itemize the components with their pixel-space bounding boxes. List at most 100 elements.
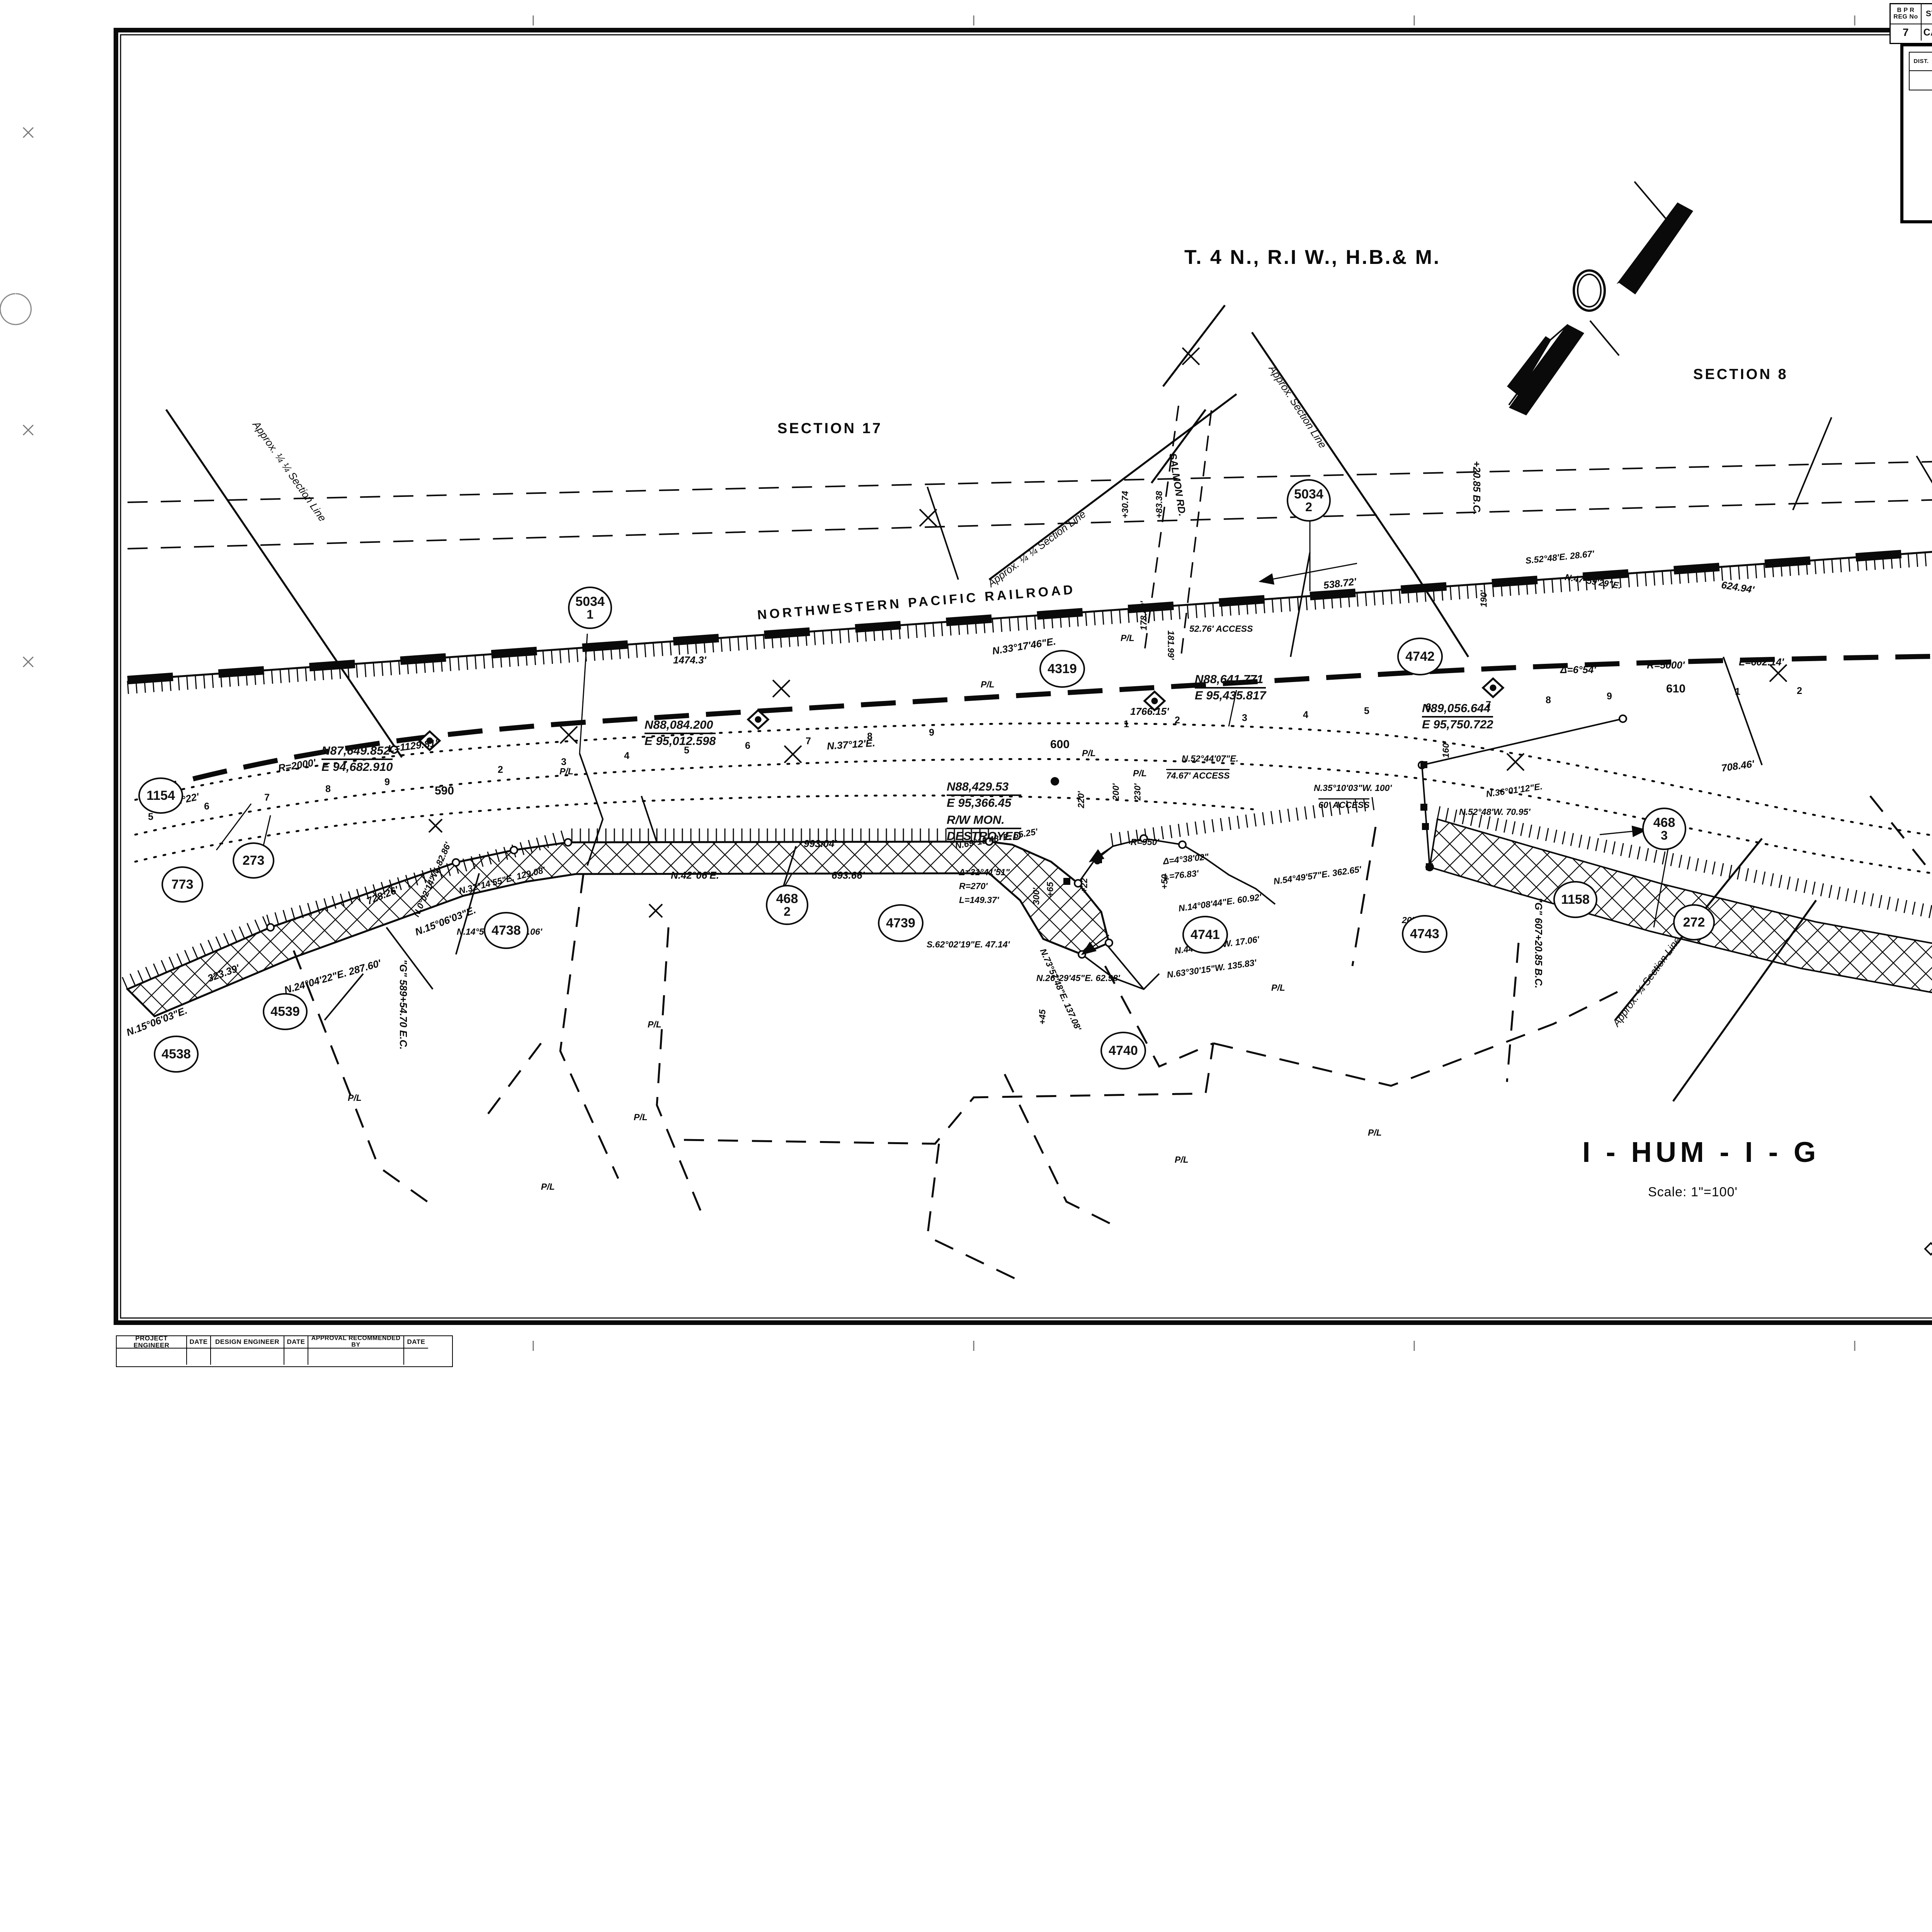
tick-d-2: 2 — [1797, 685, 1802, 696]
tick-a-9: 9 — [384, 777, 390, 787]
station-eq-2: "G" 607+20.85 B.C. — [1533, 898, 1544, 988]
access-note-3: 60' ACCESS — [1318, 798, 1370, 810]
pl-tag-8: P/L — [634, 1112, 648, 1122]
section-8-label: SECTION 8 — [1693, 366, 1788, 383]
distance-190: 190' — [1478, 590, 1489, 607]
right-of-way-lines — [134, 722, 1932, 874]
curve-radius-2: R=5000' — [1647, 659, 1685, 671]
st-val-dist — [1910, 71, 1932, 88]
section-lines — [165, 304, 1932, 1102]
legend-line2: LOCAL COORDINATE SYSTEM — [1924, 1184, 1932, 1221]
station-eq-7: +50 — [1159, 874, 1170, 889]
pl-tag-12: P/L — [1175, 1155, 1189, 1165]
parcel-balloon-4741[interactable]: 4741 — [1182, 916, 1228, 954]
station-eq-1: "G" 589+54.70 E.C. — [398, 959, 409, 1050]
pl-tag-5: P/L — [1133, 768, 1147, 778]
register-marks — [0, 15, 1855, 1351]
scale-label: Scale: 1"=100' — [1648, 1185, 1738, 1199]
federal-project-block: B P R REG No STATE FEDERAL PROJECT NO. F… — [1889, 3, 1932, 44]
ap-val-de — [211, 1349, 284, 1365]
tick-b-2: 2 — [498, 764, 503, 775]
ap-val-date3 — [404, 1349, 428, 1365]
tick-a-7: 7 — [264, 792, 270, 803]
access-note-1: 52.76' ACCESS — [1189, 624, 1253, 634]
parcel-balloon-773[interactable]: 773 — [162, 866, 203, 903]
parcel-balloon-273[interactable]: 273 — [233, 842, 274, 879]
ap-hdr-de: DESIGN ENGINEER — [211, 1336, 284, 1349]
fed-hdr-bpr: B P R REG No — [1891, 4, 1922, 24]
pl-tag-9: P/L — [541, 1182, 555, 1192]
station-eq-9: +65 — [1045, 882, 1055, 897]
coordinate-note-1: N87,649.852 E 94,682.910 — [321, 744, 393, 774]
distance-693: 693.66' — [832, 869, 865, 881]
parcel-balloon-4740[interactable]: 4740 — [1100, 1032, 1146, 1070]
state-header-table: DIST. COUNTY ROUTE SECTION SHEET No TOTA… — [1909, 52, 1932, 90]
ap-hdr-pe: PROJECT ENGINEER — [117, 1335, 187, 1349]
ap-hdr-approval: APPROVAL RECOMMENDED BY — [308, 1335, 404, 1349]
parcel-balloon-4319[interactable]: 4319 — [1039, 650, 1085, 688]
curve-delta-2: Δ=6°54' — [1560, 664, 1596, 675]
distance-178: 178.40' — [1138, 601, 1149, 631]
legend-line1: This Project on — [1924, 1167, 1932, 1182]
parcel-balloon-468-3[interactable]: 468 3 — [1642, 808, 1686, 850]
ap-val-date1 — [187, 1349, 211, 1365]
st-hdr-dist: DIST. — [1910, 53, 1932, 71]
tick-b-4: 4 — [624, 750, 629, 761]
northwestern-pacific-railroad — [127, 461, 1932, 694]
parcel-balloon-468-2[interactable]: 468 2 — [766, 885, 808, 925]
tick-d-9: 9 — [1607, 691, 1612, 702]
parcel-balloon-1158[interactable]: 1158 — [1553, 881, 1597, 918]
survey-map-drawing — [0, 15, 1932, 1351]
parcel-balloon-4538[interactable]: 4538 — [154, 1036, 199, 1073]
tick-c-2: 2 — [1175, 715, 1180, 726]
parcel-balloon-4738[interactable]: 4738 — [484, 912, 529, 949]
property-lines — [293, 795, 1932, 1284]
curve-length-2: L=602.14' — [1739, 656, 1784, 668]
distance-160: 160' — [1440, 741, 1451, 758]
highway-centerline — [142, 654, 1932, 795]
distance-181: 181.99' — [1166, 630, 1176, 660]
pl-tag-1: P/L — [560, 766, 573, 776]
pl-tag-11: P/L — [1368, 1128, 1382, 1138]
pl-tag-10: P/L — [1271, 983, 1285, 993]
distance-1474: 1474.3' — [673, 654, 706, 666]
salmon-road — [1143, 405, 1212, 662]
station-590: 590 — [435, 784, 454, 797]
parcel-balloon-4742[interactable]: 4742 — [1397, 638, 1443, 675]
parcel-balloon-1154[interactable]: 1154 — [138, 777, 183, 814]
bearing-ne-2: S.62°02'19"E. 47.14' — [927, 939, 1010, 949]
ap-val-date2 — [284, 1349, 308, 1365]
tick-a-8: 8 — [325, 784, 331, 794]
parcel-balloon-4743[interactable]: 4743 — [1402, 915, 1447, 953]
sheet-border — [114, 28, 1932, 1325]
curve-delta-3: Δ=31°41'51" — [959, 867, 1010, 877]
diamond-icon — [1924, 1242, 1932, 1256]
station-610: 610 — [1666, 682, 1686, 695]
parcel-balloon-4539[interactable]: 4539 — [263, 993, 308, 1030]
coordinate-note-2: N88,084.200 E 95,012.598 — [645, 718, 716, 748]
curve-radius-4: R=950' — [1131, 837, 1159, 847]
ap-hdr-date2: DATE — [284, 1336, 308, 1349]
dimension-arrows — [1081, 563, 1647, 955]
bearing-access-1: N.52°44'07"E. — [1182, 753, 1239, 764]
coordinate-note-3: N88,429.53 E 95,366.45 R/W MON. DESTROYE… — [947, 780, 1021, 843]
station-eq-3: +20.85 B.C. — [1471, 461, 1483, 515]
bearing-access-2: N.35°10'03"W. 100' — [1314, 783, 1392, 793]
tick-c-7: 7 — [1486, 699, 1491, 710]
ap-hdr-date1: DATE — [187, 1336, 211, 1349]
tick-b-3: 3 — [561, 757, 566, 767]
parcel-balloon-4739[interactable]: 4739 — [878, 904, 923, 942]
station-600: 600 — [1050, 738, 1070, 751]
crossing-marks — [428, 347, 1787, 918]
parcel-balloon-5034-1[interactable]: 5034 1 — [568, 587, 612, 629]
distance-1766: 1766.15' — [1130, 706, 1169, 717]
pl-tag-6: P/L — [648, 1019, 662, 1029]
parcel-balloon-5034-2[interactable]: 5034 2 — [1287, 479, 1331, 522]
tick-c-4: 4 — [1303, 709, 1308, 720]
tick-d-1: 1 — [1735, 686, 1740, 697]
state-title-block: DIST. COUNTY ROUTE SECTION SHEET No TOTA… — [1900, 43, 1932, 223]
pl-tag-4: P/L — [1082, 748, 1096, 758]
parcel-balloon-272[interactable]: 272 — [1673, 904, 1715, 940]
station-eq-5: +83.38 — [1154, 491, 1164, 519]
bearing-strip-1: N.42°06'E. — [671, 869, 719, 881]
